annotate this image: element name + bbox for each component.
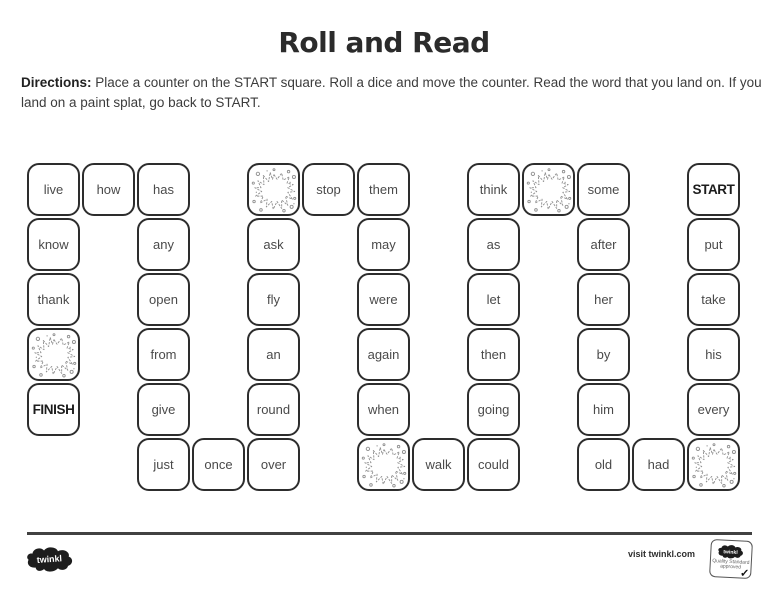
badge-check-icon: ✓	[739, 567, 750, 580]
board-square-then: then	[467, 328, 520, 381]
paint-splat-icon	[361, 442, 406, 487]
board-square-just: just	[137, 438, 190, 491]
twinkl-logo: twinkl	[27, 547, 73, 572]
board-square-put: put	[687, 218, 740, 271]
board-square-give: give	[137, 383, 190, 436]
badge-cloud-shape	[718, 545, 743, 559]
board-square-after: after	[577, 218, 630, 271]
board-square-live: live	[27, 163, 80, 216]
paint-splat-icon	[526, 167, 571, 212]
board-square-think: think	[467, 163, 520, 216]
board-square-know: know	[27, 218, 80, 271]
board-square-round: round	[247, 383, 300, 436]
paint-splat-square	[357, 438, 410, 491]
twinkl-cloud-shape	[27, 547, 73, 572]
board-square-had: had	[632, 438, 685, 491]
board-square-fly: fly	[247, 273, 300, 326]
board-square-him: him	[577, 383, 630, 436]
paint-splat-square	[247, 163, 300, 216]
board-square-were: were	[357, 273, 410, 326]
quality-standard-badge: twinkl Quality Standard approved ✓	[709, 538, 753, 580]
paint-splat-icon	[31, 332, 76, 377]
board-square-old: old	[577, 438, 630, 491]
board-square-thank: thank	[27, 273, 80, 326]
board-square-any: any	[137, 218, 190, 271]
board-square-let: let	[467, 273, 520, 326]
badge-twinkl-logo: twinkl	[718, 545, 743, 559]
board-square-again: again	[357, 328, 410, 381]
paint-splat-square	[27, 328, 80, 381]
board-square-by: by	[577, 328, 630, 381]
paint-splat-square	[687, 438, 740, 491]
paint-splat-icon	[251, 167, 296, 212]
board-square-when: when	[357, 383, 410, 436]
board-square-an: an	[247, 328, 300, 381]
board-square-some: some	[577, 163, 630, 216]
board-square-them: them	[357, 163, 410, 216]
board-square-has: has	[137, 163, 190, 216]
footer-divider	[27, 532, 752, 535]
paint-splat-icon	[691, 442, 736, 487]
board-square-open: open	[137, 273, 190, 326]
board-square-may: may	[357, 218, 410, 271]
board-square-start: START	[687, 163, 740, 216]
board-square-his: his	[687, 328, 740, 381]
badge-logo-text: twinkl	[723, 549, 738, 556]
paint-splat-square	[522, 163, 575, 216]
directions: Directions: Place a counter on the START…	[21, 73, 763, 112]
board-square-how: how	[82, 163, 135, 216]
board-square-stop: stop	[302, 163, 355, 216]
visit-twinkl-text: visit twinkl.com	[627, 549, 695, 559]
board-square-could: could	[467, 438, 520, 491]
board-square-from: from	[137, 328, 190, 381]
board-square-finish: FINISH	[27, 383, 80, 436]
board-square-going: going	[467, 383, 520, 436]
board-square-over: over	[247, 438, 300, 491]
board-square-every: every	[687, 383, 740, 436]
board-square-walk: walk	[412, 438, 465, 491]
twinkl-logo-text: twinkl	[36, 553, 62, 565]
board-square-as: as	[467, 218, 520, 271]
board-square-her: her	[577, 273, 630, 326]
directions-label: Directions:	[21, 75, 92, 90]
board-square-once: once	[192, 438, 245, 491]
directions-body: Place a counter on the START square. Rol…	[21, 75, 762, 110]
board-square-ask: ask	[247, 218, 300, 271]
board-square-take: take	[687, 273, 740, 326]
badge-line-2: approved	[720, 563, 742, 571]
page-title: Roll and Read	[278, 26, 490, 59]
